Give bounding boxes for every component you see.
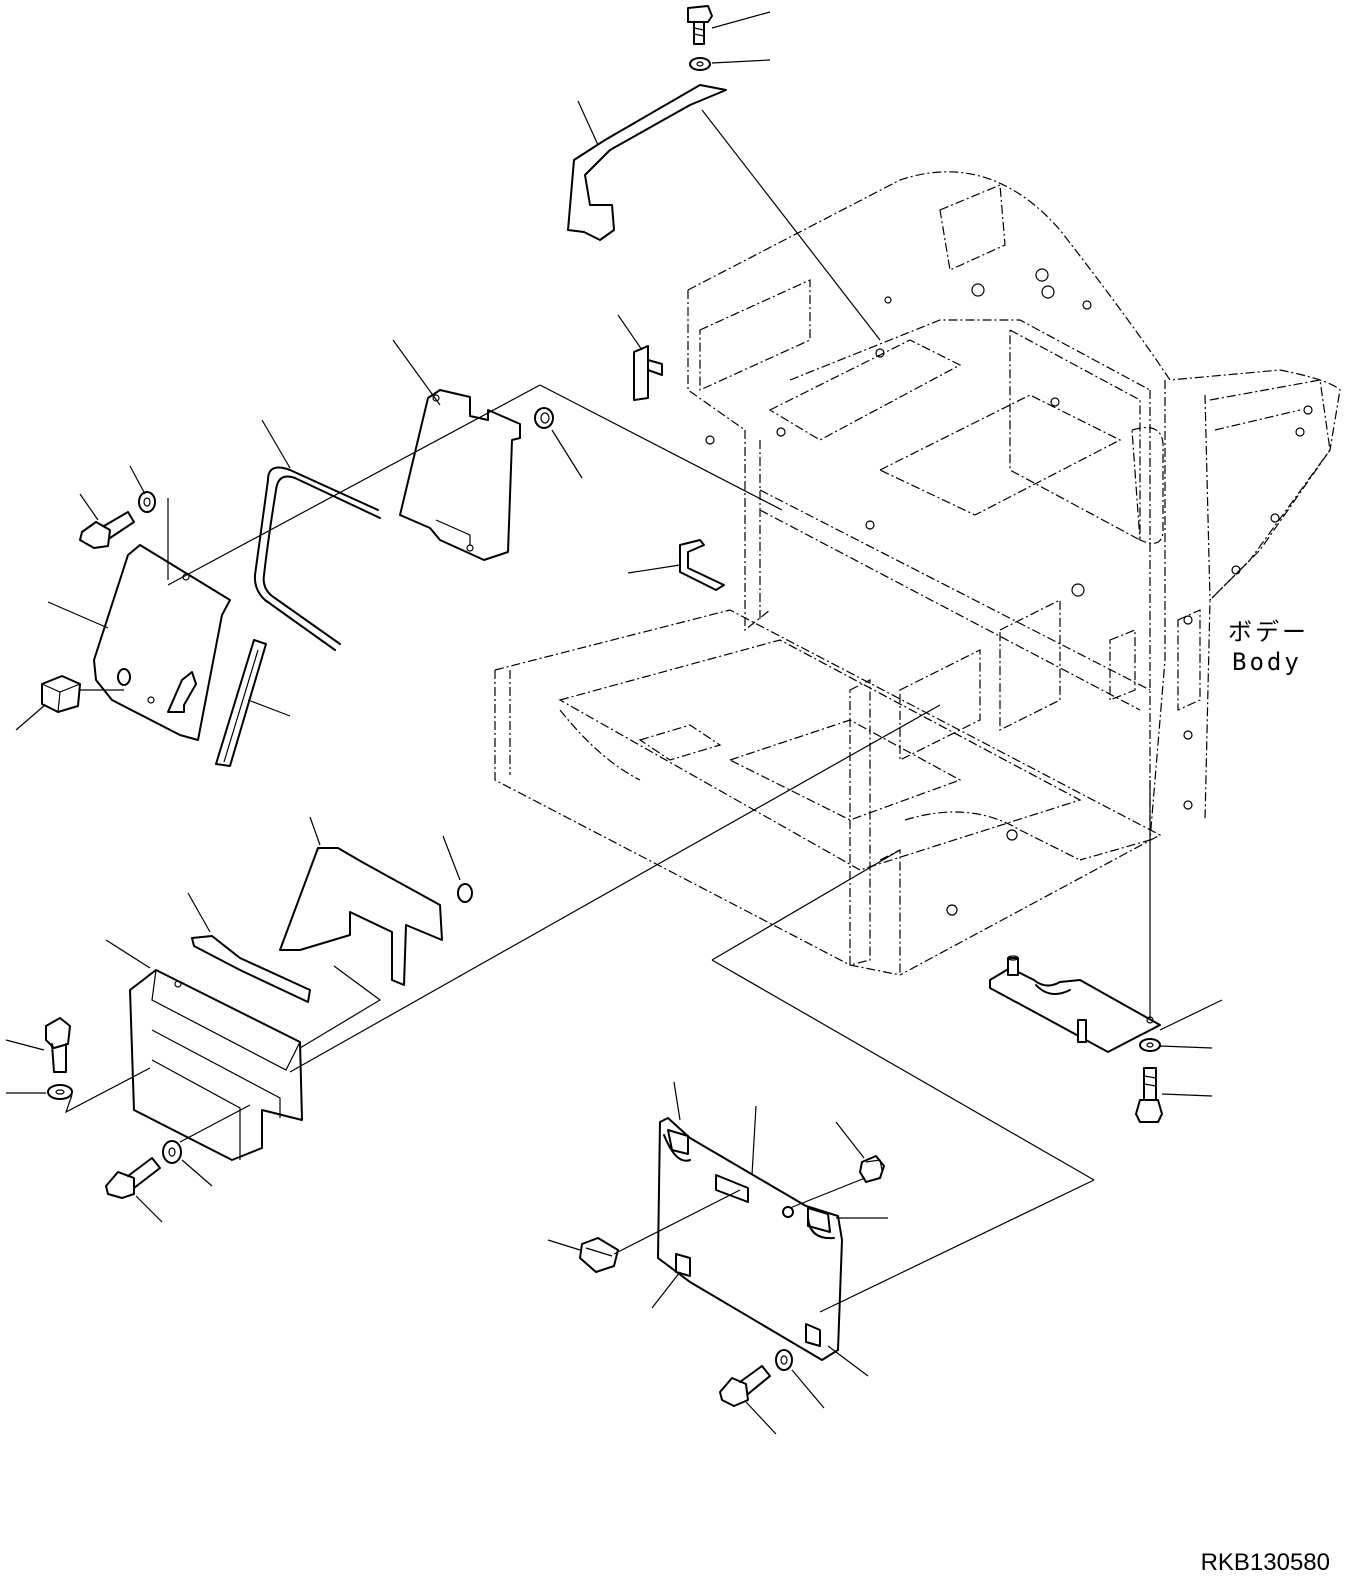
body-label-en: Body — [1232, 648, 1302, 676]
leader-line — [651, 1271, 681, 1309]
cushion-block — [15, 675, 124, 731]
edge-seal — [253, 419, 381, 651]
side-washer — [129, 465, 169, 580]
rubber-stopper — [617, 314, 663, 401]
cover-clip — [547, 1189, 741, 1273]
rubber-strip — [215, 639, 291, 767]
leader-line — [711, 959, 1095, 1181]
side-bolt — [79, 493, 135, 549]
lower-bracket — [279, 816, 443, 986]
battery-box — [105, 939, 303, 1161]
thin-plate — [187, 892, 382, 1049]
small-washer-upper — [534, 407, 583, 479]
leader-line — [711, 849, 901, 961]
top-bolt — [687, 5, 771, 45]
leader-line — [289, 704, 941, 1073]
leader-line — [819, 1179, 1095, 1313]
l-pin — [627, 539, 725, 591]
box-washer-left — [6, 1067, 151, 1114]
floor-washer — [1139, 1038, 1213, 1052]
cab-body-frame — [494, 171, 1341, 976]
floor-bolt — [1135, 1067, 1213, 1123]
side-cover-plate — [47, 544, 231, 741]
top-washer — [689, 57, 771, 71]
box-bolt-bottom — [105, 1157, 163, 1223]
leader-line — [827, 1345, 869, 1377]
cover-washer — [775, 1349, 825, 1409]
latch-knob — [782, 1121, 885, 1218]
access-cover — [657, 1081, 843, 1361]
upper-bracket — [567, 84, 881, 341]
box-bolt-left — [5, 1017, 71, 1073]
lower-washer-small — [442, 835, 473, 903]
upper-cover-plate — [392, 339, 521, 561]
box-washer-bottom — [162, 1104, 251, 1187]
body-label-jp: ボデー — [1228, 618, 1309, 646]
cover-bolt — [719, 1365, 777, 1435]
leader-line — [167, 384, 541, 586]
leader-line — [539, 384, 783, 511]
drawing-code: RKB130580 — [1200, 1549, 1330, 1576]
floor-plate — [989, 955, 1223, 1053]
